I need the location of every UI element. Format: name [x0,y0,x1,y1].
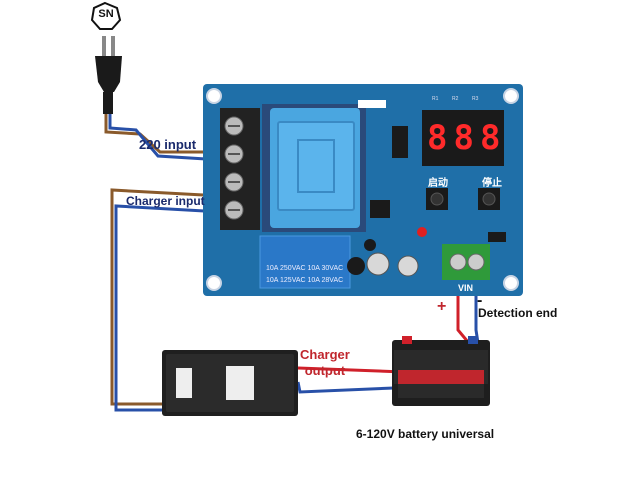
label-charger-output-line-2: output [304,363,346,378]
logo-badge [90,1,122,30]
label-detection-end: Detection end [478,306,558,320]
transformer [262,104,366,232]
power-plug-icon [95,36,122,114]
r2-label: R2 [452,96,459,102]
charger-input-wires [110,188,223,412]
stop-button[interactable] [478,188,500,210]
label-charger-output: Charger output [300,347,350,379]
label-minus: - [477,292,483,309]
relay-rating-line-2: 10A 125VAC 10A 28VAC [266,277,344,284]
r1-label: R1 [432,96,439,102]
label-battery: 6-120V battery universal [356,427,495,441]
screw-terminal-block [220,108,260,230]
ac-input-wires [104,114,223,162]
charger-output-wires [296,366,405,394]
label-plus: + [437,298,447,315]
start-button[interactable] [426,188,448,210]
label-charger-input: Charger input [126,194,205,208]
label-220-input: 220 input [139,137,197,152]
electrolytic-capacitors [347,227,427,277]
stop-button-label: 停止 [482,178,502,189]
logo-text: SN [98,8,114,20]
seven-segment-display [422,110,504,166]
vin-terminal [442,244,490,280]
display-digits: 888 [427,118,507,158]
r3-label: R3 [472,96,479,102]
vin-label: VIN [458,283,474,293]
start-button-label: 启动 [428,178,448,189]
label-charger-output-line-1: Charger [300,347,350,362]
relay [259,235,351,289]
battery [392,336,490,406]
ic-chips [358,100,506,242]
relay-rating-line-1: 10A 250VAC 10A 30VAC [266,265,344,272]
charger-adapter [162,350,298,416]
